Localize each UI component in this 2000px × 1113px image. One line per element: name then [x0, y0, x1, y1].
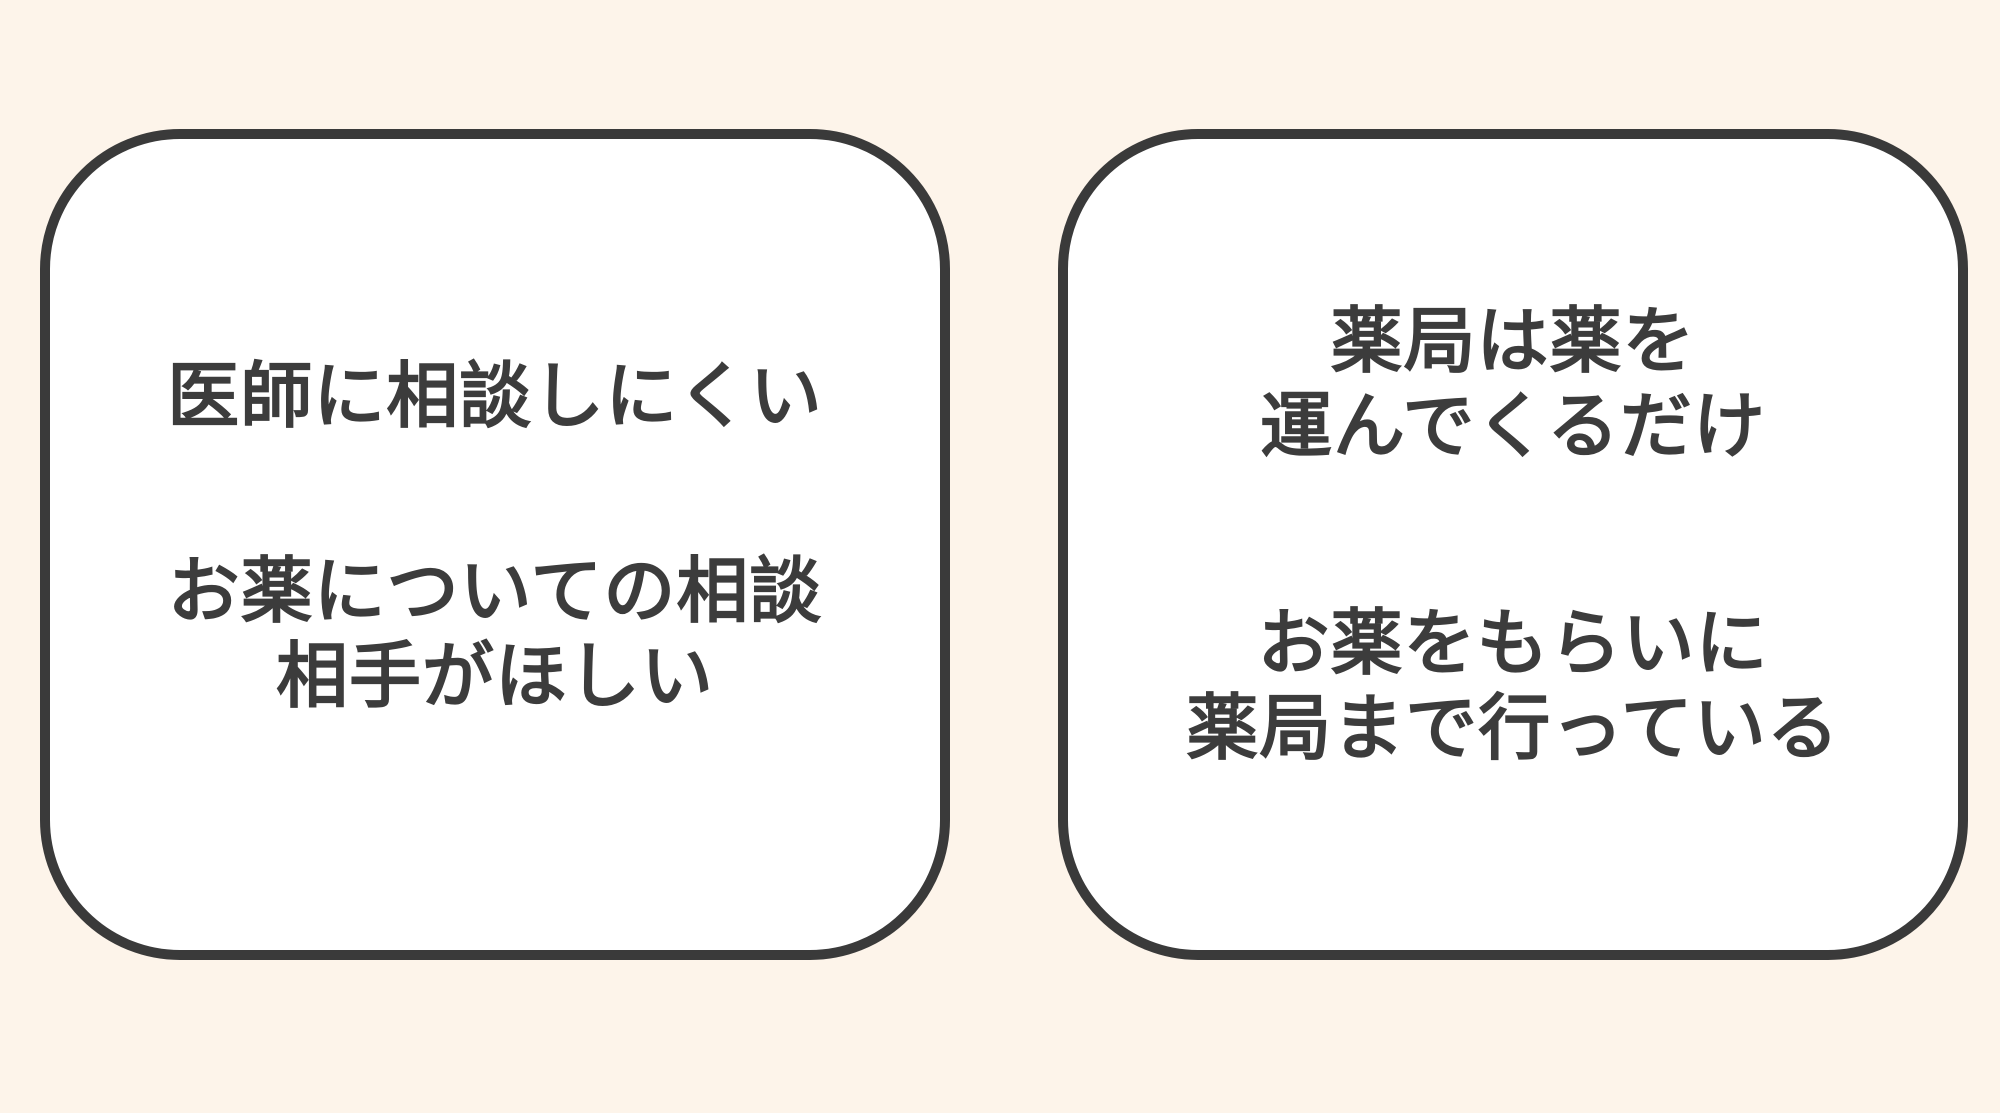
- right-statement-1: 薬局は薬を 運んでくるだけ: [1068, 299, 1958, 469]
- left-statement-2: お薬についての相談 相手がほしい: [50, 549, 940, 719]
- right-statement-1-line: 薬局は薬を: [1330, 299, 1696, 383]
- right-statement-2-line: 薬局まで行っている: [1186, 685, 1840, 770]
- left-statement-2-line: 相手がほしい: [275, 633, 714, 718]
- left-card: 医師に相談しにくい お薬についての相談 相手がほしい: [40, 129, 950, 960]
- right-statement-2: お薬をもらいに 薬局まで行っている: [1068, 601, 1958, 771]
- right-card: 薬局は薬を 運んでくるだけ お薬をもらいに 薬局まで行っている: [1058, 129, 1968, 960]
- left-statement-1: 医師に相談しにくい: [50, 354, 940, 439]
- left-statement-2-line: お薬についての相談: [167, 549, 823, 633]
- right-statement-1-line: 運んでくるだけ: [1260, 383, 1766, 468]
- left-statement-1-line: 医師に相談しにくい: [167, 354, 823, 438]
- right-statement-2-line: お薬をもらいに: [1257, 601, 1769, 685]
